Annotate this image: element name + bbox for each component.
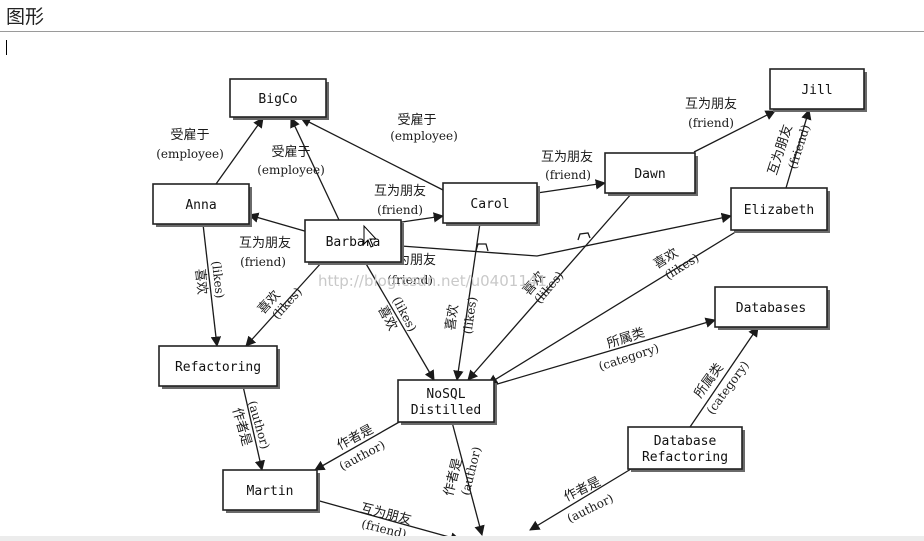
edge-barbara-anna: [248, 212, 309, 233]
node-box: [730, 187, 828, 231]
edge-label-zh: 受雇于: [170, 127, 209, 143]
node-box: [627, 426, 743, 470]
node-label: Databases: [736, 301, 806, 316]
edge-nosql-databases: [493, 317, 716, 386]
edge-dawn-jill: [693, 110, 776, 153]
edge-anna-refactoring: [202, 223, 222, 348]
edge-martin-down: [315, 499, 462, 541]
node-box: [442, 182, 538, 224]
node-box: [304, 219, 402, 263]
edge-dbref-databases: [689, 326, 759, 428]
node-dawn: Dawn: [604, 152, 698, 196]
edge-label-en: (friend): [377, 203, 423, 217]
edge-label-en: (likes): [209, 260, 227, 299]
text-cursor: [6, 40, 7, 55]
edge-label-en: (friend): [688, 116, 734, 130]
node-box: [604, 152, 696, 194]
edge-label-en: (friend): [545, 168, 591, 182]
edge-barbara-refactoring: [245, 261, 323, 347]
node-elizabeth: Elizabeth: [730, 187, 830, 233]
node-box: [769, 68, 865, 110]
edge-elizabeth-jill: [785, 109, 812, 189]
edge-label-zh: 受雇于: [397, 112, 436, 128]
edge-barbara-carol: [394, 212, 445, 224]
node-label: Anna: [185, 198, 216, 213]
node-label: Elizabeth: [744, 203, 814, 218]
node-label: Martin: [247, 484, 294, 499]
edge-carol-dawn: [536, 179, 607, 194]
line-hop: [577, 232, 591, 241]
node-box: [714, 286, 828, 328]
bottom-scroll-strip: [0, 536, 924, 541]
edge-label-zh: 互为朋友: [685, 96, 737, 112]
node-databases: Databases: [714, 286, 830, 330]
node-box: [222, 469, 318, 511]
edge-anna-bigco: [215, 117, 264, 185]
edge-label-zh: 互为朋友: [374, 183, 426, 199]
edge-carol-bigco: [300, 117, 444, 191]
edge-label-zh: 互为朋友: [541, 149, 593, 165]
node-label: Refactoring: [175, 360, 261, 375]
node-jill: Jill: [769, 68, 867, 112]
edge-label-zh: 受雇于: [271, 144, 310, 160]
node-label: Jill: [801, 83, 832, 98]
node-box: [152, 183, 250, 225]
node-label: BigCo: [258, 92, 297, 107]
edge-label-en: (employee): [390, 129, 458, 143]
node-label: Carol: [470, 197, 509, 212]
node-box: [397, 379, 495, 423]
edge-dbref-down: [529, 468, 632, 531]
edge-label-zh: 喜欢: [443, 304, 461, 332]
edge-elizabeth-nosql: [487, 227, 743, 385]
node-anna: Anna: [152, 183, 252, 227]
node-refactoring: Refactoring: [158, 345, 280, 389]
edge-nosql-down: [451, 421, 485, 537]
title-divider: [0, 31, 924, 32]
node-label: Dawn: [634, 167, 665, 182]
edge-label-en: (employee): [257, 163, 325, 177]
edge-label-zh: 喜欢: [192, 268, 210, 295]
edge-label-en: (friend): [240, 255, 286, 269]
node-carol: Carol: [442, 182, 540, 226]
node-box: [158, 345, 278, 387]
node-bigco: BigCo: [229, 78, 329, 120]
page-title: 图形: [6, 6, 45, 28]
edge-barbara-bigco: [290, 117, 340, 221]
mouse-cursor-icon: [363, 224, 378, 248]
edge-dawn-nosql: [467, 192, 633, 381]
edge-nosql-martin: [314, 420, 402, 471]
node-barbara: Barbara: [304, 219, 404, 265]
node-martin: Martin: [222, 469, 320, 513]
line-hop: [475, 243, 489, 252]
node-box: [229, 78, 327, 118]
edge-label-en: (friend): [387, 273, 433, 287]
watermark-text: http://blog.csdn.net/u0401141: [318, 272, 547, 290]
edge-barbara-elizabeth: [400, 212, 733, 257]
edge-label-en: (employee): [156, 147, 224, 161]
edge-label-en: (likes): [460, 296, 479, 335]
edge-barbara-nosql: [364, 261, 435, 381]
edge-refactoring-martin: [242, 385, 266, 472]
edge-label-zh: 互为朋友: [239, 235, 291, 251]
